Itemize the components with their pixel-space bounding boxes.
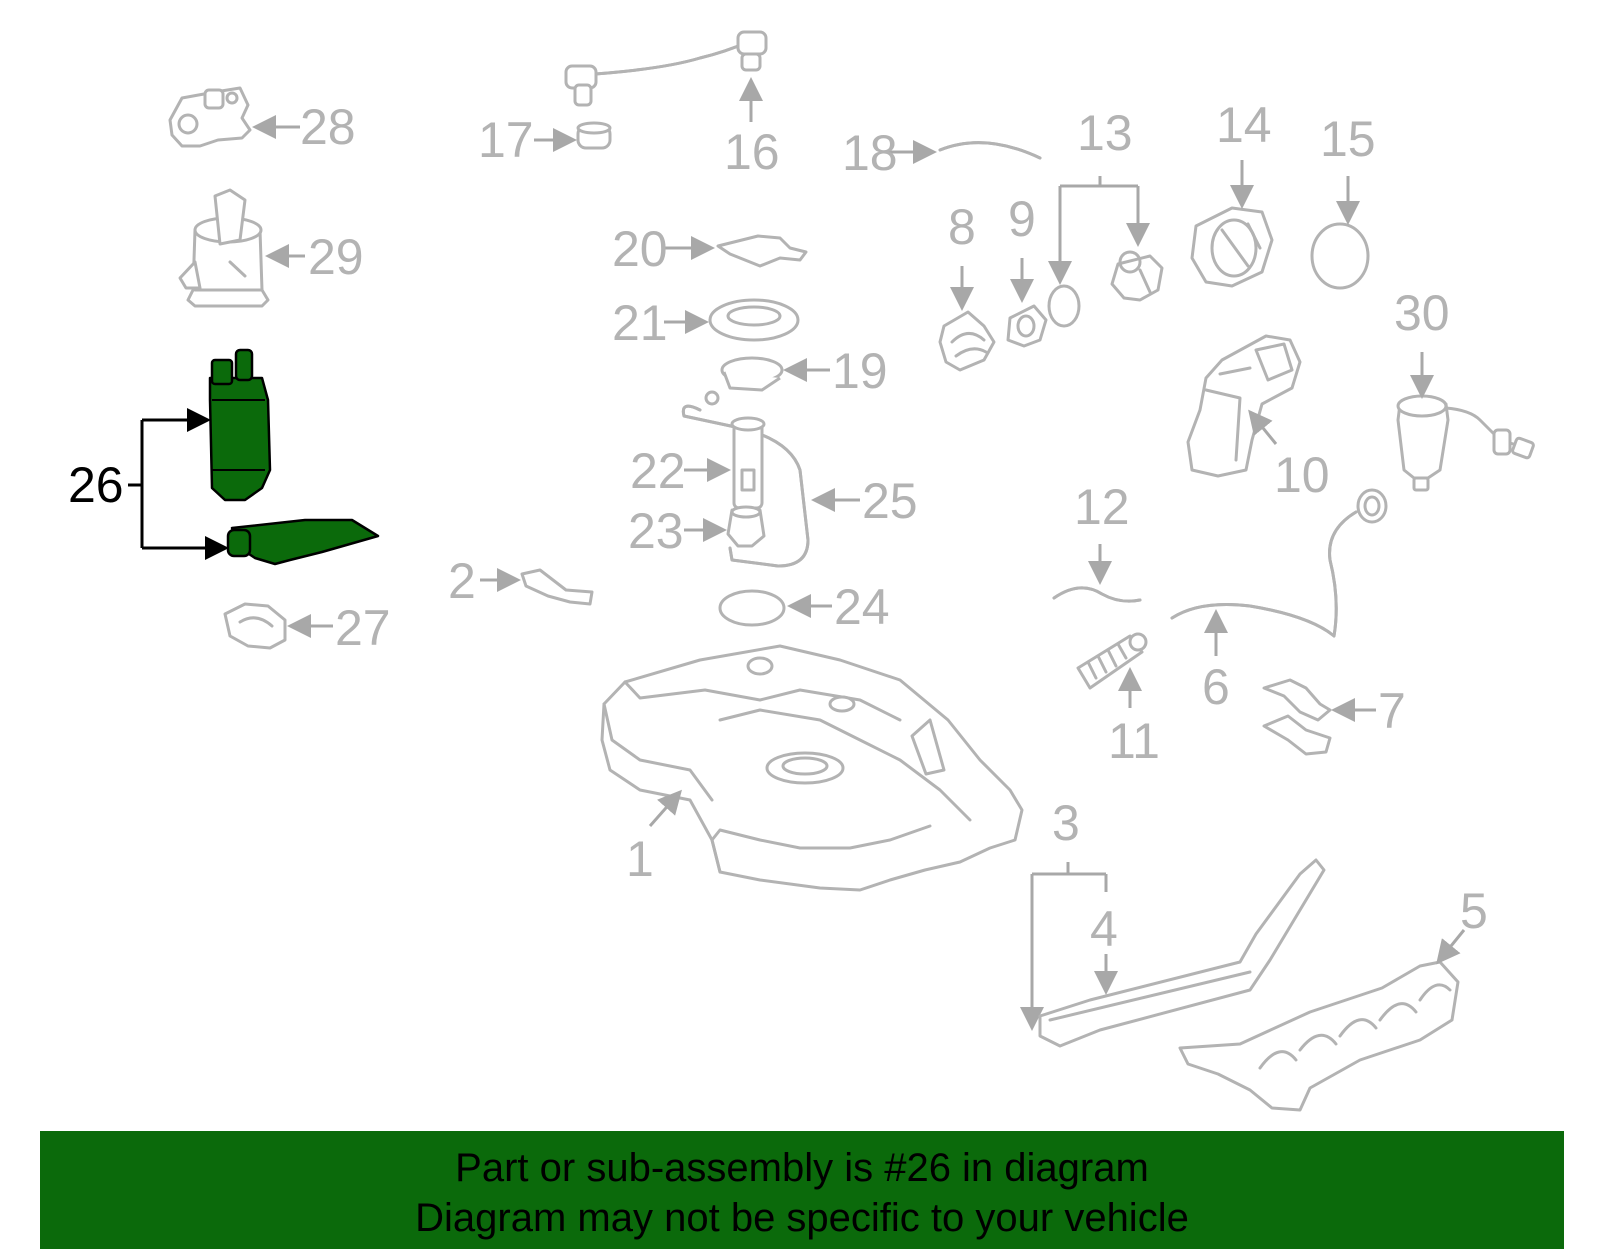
part-28-bracket: [168, 86, 252, 148]
part-8-clip: [938, 310, 996, 372]
part-6-filler-pipe: [1170, 488, 1388, 638]
callout-26: 26: [68, 457, 124, 513]
part-7-brackets: [1262, 678, 1332, 756]
leader-13: [1048, 176, 1150, 285]
leader-10: [1248, 409, 1278, 445]
part-22-regulator: [730, 416, 766, 510]
part-30-sender: [1396, 394, 1535, 492]
callout-18: 18: [842, 125, 898, 181]
callout-19: 19: [832, 343, 888, 399]
callout-14: 14: [1216, 97, 1272, 153]
callout-5: 5: [1460, 883, 1488, 939]
part-3-tank-strap: [1038, 858, 1326, 1048]
part-25-pump-bracket: [681, 390, 810, 568]
callout-6: 6: [1202, 659, 1230, 715]
callout-16: 16: [724, 124, 780, 180]
banner-line-2: Diagram may not be specific to your vehi…: [415, 1196, 1189, 1240]
callout-20: 20: [612, 221, 668, 277]
callout-24: 24: [834, 579, 890, 635]
callout-30: 30: [1394, 285, 1450, 341]
callout-25: 25: [862, 473, 918, 529]
leader-3: [1020, 862, 1108, 1031]
part-16-hose: [564, 30, 768, 107]
part-18-vent-hose: [938, 141, 1042, 160]
callout-9: 9: [1008, 191, 1036, 247]
part-24-gasket: [718, 589, 786, 627]
part-21-lock-ring: [708, 298, 800, 342]
callout-23: 23: [628, 503, 684, 559]
callout-22: 22: [630, 443, 686, 499]
part-19-plate: [720, 356, 784, 392]
part-2-bracket: [520, 568, 594, 606]
part-14-filler-door: [1190, 206, 1274, 288]
banner-line-1: Part or sub-assembly is #26 in diagram: [455, 1146, 1149, 1190]
part-10-filler-box: [1186, 334, 1302, 478]
callout-12: 12: [1074, 479, 1130, 535]
part-9-grommet: [1006, 304, 1048, 348]
part-27-clip: [223, 602, 287, 650]
leader-26: [128, 408, 229, 560]
callout-2: 2: [448, 553, 476, 609]
callout-29: 29: [308, 229, 364, 285]
callout-10: 10: [1274, 447, 1330, 503]
part-15-seal: [1310, 222, 1370, 290]
part-23-cushion: [726, 505, 766, 548]
info-banner: Part or sub-assembly is #26 in diagram D…: [40, 1131, 1564, 1249]
part-11-bellows: [1076, 632, 1148, 690]
part-1-fuel-tank: [600, 644, 1024, 892]
callout-4: 4: [1090, 901, 1118, 957]
leader-1: [648, 789, 682, 827]
callout-28: 28: [300, 99, 356, 155]
callout-21: 21: [612, 295, 668, 351]
callout-3: 3: [1052, 795, 1080, 851]
part-12-hose: [1052, 586, 1142, 603]
callout-1: 1: [626, 831, 654, 887]
callout-7: 7: [1378, 683, 1406, 739]
part-17-grommet: [576, 121, 612, 150]
part-26-strainer: [226, 518, 380, 566]
part-13-cap: [1110, 250, 1164, 302]
callout-11: 11: [1108, 713, 1160, 769]
part-5-heat-shield: [1178, 960, 1460, 1112]
callout-17: 17: [478, 112, 534, 168]
callout-27: 27: [335, 600, 391, 656]
part-26-fuel-pump: [208, 348, 272, 502]
leader-5: [1436, 929, 1466, 965]
callout-8: 8: [948, 199, 976, 255]
part-20-bracket: [716, 234, 808, 268]
callout-13: 13: [1077, 105, 1133, 161]
callout-15: 15: [1320, 111, 1376, 167]
part-13-o-ring: [1047, 284, 1081, 328]
part-29-pump-housing: [178, 188, 270, 308]
